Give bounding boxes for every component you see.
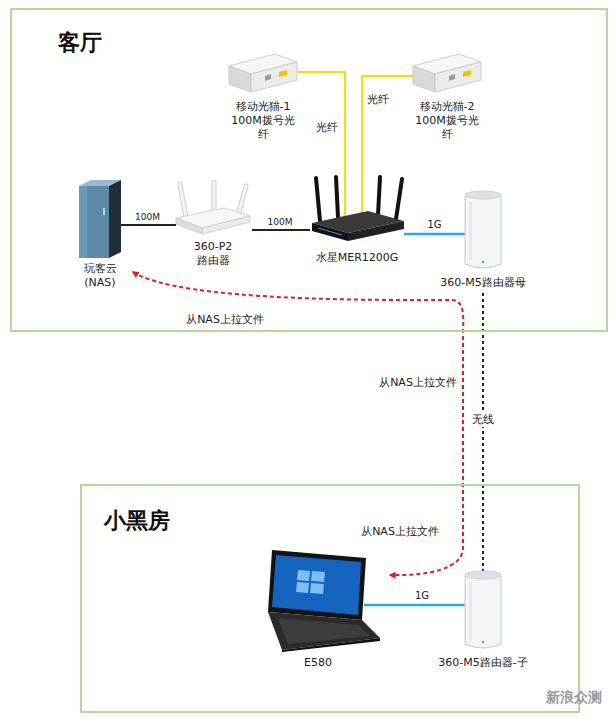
device-label: 360-M5路由器母	[440, 276, 525, 290]
connector	[297, 72, 345, 217]
icon-part	[336, 177, 338, 217]
device-icon	[174, 180, 252, 236]
device-label: 360-P2 路由器	[187, 240, 239, 268]
icon-part	[109, 180, 121, 258]
icon-part	[465, 571, 501, 579]
icon-part	[378, 177, 380, 215]
icon-part	[272, 555, 361, 615]
edge-label: 光纤	[314, 121, 340, 134]
icon-part	[268, 612, 380, 650]
icon-part	[463, 70, 471, 77]
device-node: E580	[254, 548, 382, 670]
room-title: 小黑房	[104, 506, 170, 536]
device-icon	[308, 175, 406, 247]
note-label: 从NAS上拉文件	[379, 376, 457, 389]
device-label: E580	[304, 656, 332, 670]
icon-part	[482, 641, 484, 643]
room-region: 客厅移动光猫-1 100M拨号光 纤 移动光猫-2 100M拨号光 纤玩客云 (N…	[10, 8, 608, 332]
device-label: 移动光猫-2 100M拨号光 纤	[413, 100, 481, 142]
icon-part	[482, 261, 484, 263]
icon-part	[318, 228, 342, 235]
icon-part	[348, 221, 404, 241]
device-label: 水星MER1200G	[316, 251, 399, 265]
device-node: 玩客云 (NAS)	[77, 180, 123, 290]
icon-part	[465, 573, 501, 648]
connector	[404, 233, 465, 236]
device-node: 移动光猫-2 100M拨号光 纤	[409, 52, 485, 142]
icon-part	[79, 186, 87, 258]
connector	[133, 272, 463, 575]
edge-label: 无线	[470, 413, 496, 426]
icon-part	[238, 186, 246, 216]
icon-part	[282, 638, 380, 652]
icon-part	[413, 66, 435, 92]
device-label: 360-M5路由器-子	[438, 656, 527, 670]
edge-label: 光纤	[365, 93, 391, 106]
icon-part	[396, 179, 402, 219]
icon-part	[469, 202, 472, 260]
device-icon	[254, 548, 382, 652]
icon-part	[180, 184, 186, 218]
icon-part	[449, 74, 455, 81]
device-node: 水星MER1200G	[308, 175, 406, 265]
icon-part	[238, 186, 246, 216]
icon-part	[202, 216, 250, 234]
edge-label: 1G	[413, 590, 431, 602]
icon-part	[229, 66, 251, 92]
connector	[364, 604, 465, 607]
icon-part	[316, 178, 320, 221]
icon-part	[268, 550, 366, 620]
connector	[121, 224, 176, 226]
icon-part	[213, 182, 216, 212]
icon-part	[212, 182, 217, 212]
icon-part	[296, 582, 309, 593]
device-label: 移动光猫-1 100M拨号光 纤	[229, 100, 297, 142]
device-node: 移动光猫-1 100M拨号光 纤	[225, 52, 301, 142]
device-icon	[409, 52, 485, 96]
icon-part	[312, 223, 348, 241]
watermark: 新浪众测	[546, 689, 602, 706]
icon-part	[310, 583, 324, 594]
icon-part	[103, 208, 105, 215]
icon-part	[465, 193, 501, 268]
device-node: 360-M5路由器-子	[438, 568, 527, 670]
device-icon	[225, 52, 301, 96]
icon-part	[79, 186, 109, 258]
connector	[362, 76, 413, 214]
edge-label: 100M	[266, 217, 295, 228]
connector	[252, 229, 310, 231]
icon-part	[251, 62, 297, 92]
edge-label: 1G	[425, 219, 443, 231]
icon-part	[469, 582, 472, 640]
room-region: 小黑房 E580 360-M5路由器-子	[80, 484, 580, 713]
edge-label: 从NAS上拉文件	[184, 313, 266, 326]
icon-part	[278, 618, 370, 644]
device-node: 360-P2 路由器	[174, 180, 252, 268]
note-label: 从NAS上拉文件	[361, 525, 439, 538]
connector	[482, 293, 484, 571]
icon-part	[176, 218, 202, 234]
icon-part	[435, 62, 481, 92]
device-label: 玩客云 (NAS)	[77, 262, 123, 290]
device-node: 360-M5路由器母	[440, 188, 525, 290]
icon-part	[311, 571, 325, 582]
icon-part	[465, 191, 501, 199]
icon-part	[297, 570, 310, 581]
edge-label: 100M	[133, 212, 162, 223]
icon-part	[265, 74, 271, 81]
device-icon	[463, 188, 503, 272]
icon-part	[180, 184, 186, 218]
icon-part	[279, 70, 287, 77]
device-icon	[463, 568, 503, 652]
room-title: 客厅	[58, 28, 102, 58]
device-icon	[79, 180, 121, 258]
